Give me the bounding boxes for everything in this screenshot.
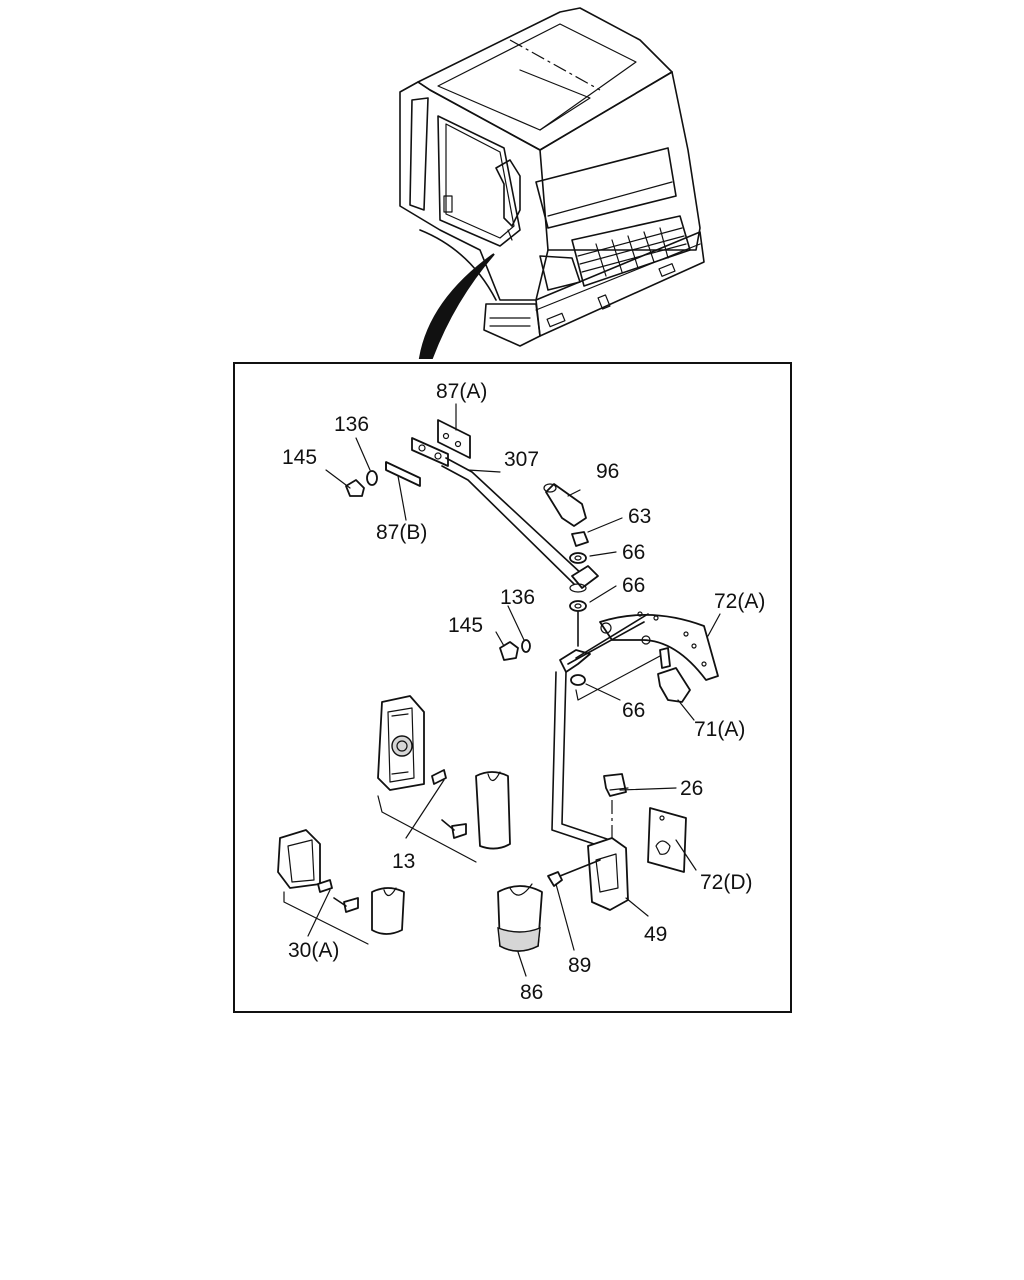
callout-26: 26 <box>680 777 703 800</box>
clamp-71a <box>657 667 691 703</box>
washer-66-upper <box>569 552 587 564</box>
cover-13 <box>475 771 511 850</box>
callout-307: 307 <box>504 448 539 471</box>
bolt-89 <box>547 871 563 887</box>
callout-66-c: 66 <box>622 699 645 722</box>
callout-87a: 87(A) <box>436 380 487 403</box>
cap-96 <box>545 483 587 527</box>
callout-145-top: 145 <box>282 446 317 469</box>
detail-frame <box>233 362 792 1013</box>
callout-145-mid: 145 <box>448 614 483 637</box>
plate-87b <box>385 461 421 487</box>
clip-26 <box>603 773 627 797</box>
cover-30a <box>371 887 405 935</box>
washer-66-lower <box>570 674 586 686</box>
nut-63 <box>571 531 589 547</box>
callout-86: 86 <box>520 981 543 1004</box>
callout-72d: 72(D) <box>700 871 753 894</box>
callout-49: 49 <box>644 923 667 946</box>
plate-87a <box>437 419 471 459</box>
nut-145-mid <box>499 641 519 661</box>
callout-72a: 72(A) <box>714 590 765 613</box>
washer-136-mid <box>521 639 531 653</box>
leader-lines <box>283 403 721 977</box>
callout-66-b: 66 <box>622 574 645 597</box>
washer-66-middle <box>569 600 587 612</box>
nut-145-top <box>345 479 365 497</box>
callout-66-a: 66 <box>622 541 645 564</box>
callout-136-top: 136 <box>334 413 369 436</box>
plate-72d <box>647 807 687 873</box>
callout-labels: 87(A) 136 145 307 96 87(B) 63 66 66 136 … <box>282 380 765 1004</box>
callout-63: 63 <box>628 505 651 528</box>
bracket-72a <box>599 613 719 681</box>
callout-89: 89 <box>568 954 591 977</box>
pointer-arrow <box>418 253 495 359</box>
callout-87b: 87(B) <box>376 521 427 544</box>
callout-136-mid: 136 <box>500 586 535 609</box>
washer-136-top <box>366 470 378 486</box>
callout-13: 13 <box>392 850 415 873</box>
callout-71a: 71(A) <box>694 718 745 741</box>
callout-96: 96 <box>596 460 619 483</box>
parts-drawing <box>277 419 719 952</box>
truck-cab-illustration <box>399 7 705 347</box>
callout-30a: 30(A) <box>288 939 339 962</box>
base-49 <box>587 837 629 911</box>
